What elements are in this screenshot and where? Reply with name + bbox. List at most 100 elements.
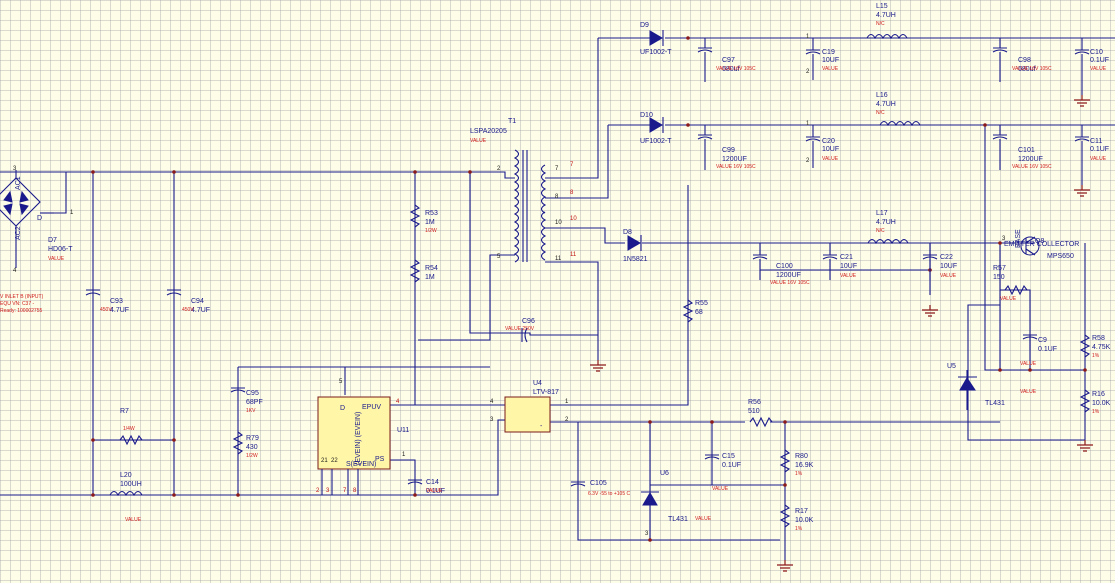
c96-ref: C96 [522, 318, 535, 325]
diode-d9[interactable]: D9 UF1002-T [640, 22, 672, 56]
ground-r17 [777, 560, 793, 572]
capacitor-c97[interactable]: C97 680uf VALUE 16V 105C [697, 38, 756, 82]
c98-value: 680uf [1018, 66, 1036, 73]
ground-c10 [1074, 95, 1090, 107]
c20-pin-1: 1 [806, 121, 810, 127]
diode-d10[interactable]: D10 UF1002-T [640, 112, 672, 145]
bridge-pin-4: 4 [13, 268, 17, 274]
c95-value: 68PF [246, 399, 263, 406]
resistor-r17[interactable]: R17 10.0K 1% [779, 504, 814, 532]
capacitor-c20[interactable]: C20 10UF VALUE [805, 125, 839, 168]
r17-extra: 1% [795, 526, 803, 532]
resistor-r54[interactable]: R54 1M [409, 259, 438, 283]
c97-extra: VALUE 16V 105C [716, 66, 756, 72]
c9-ref: C9 [1038, 337, 1047, 344]
inductor-l15[interactable]: L15 4.7UH N/C [866, 3, 908, 40]
c19-ref: C19 [822, 49, 835, 56]
capacitor-c95[interactable]: C95 68PF 1KV [230, 387, 263, 414]
capacitor-c98[interactable]: C98 680uf VALUE 16V 105C [992, 38, 1052, 82]
c20-ref: C20 [822, 138, 835, 145]
u11-pin-21: 21 [321, 458, 328, 464]
d8-value: 1N5821 [623, 256, 648, 263]
r53-extra: 1/2W [425, 228, 437, 234]
capacitor-c15[interactable]: C15 0.1UF VALUE [704, 453, 741, 492]
resistor-r53[interactable]: R53 1M 1/2W [409, 204, 438, 234]
q8-ref: Q8 [1035, 238, 1044, 245]
u11-main-label: (EVEIN) (EVEIN) [355, 412, 362, 465]
u11-pin-22: 22 [331, 458, 338, 464]
shunt-regulator-u6[interactable]: U6 TL431 VALUE 3 [641, 470, 712, 537]
r54-ref: R54 [425, 265, 438, 272]
c97-value: 680uf [722, 66, 740, 73]
r79-value: 430 [246, 444, 258, 451]
u11-pin-4: 4 [396, 399, 400, 405]
resistor-r16[interactable]: R16 10.0K 1% [1079, 389, 1111, 415]
c19-extra: VALUE [822, 66, 839, 72]
resistor-r58[interactable]: R58 4.75K 1% [1079, 334, 1111, 359]
r7-ref: R7 [120, 408, 129, 415]
d9-ref: D9 [640, 22, 649, 29]
transformer-t1[interactable]: T1 LSPA20205 VALUE 2 5 7 7 8 8 10 10 11 … [470, 118, 577, 263]
capacitor-c21[interactable]: C21 10UF VALUE [822, 243, 857, 280]
controller-ic-u11[interactable]: U11 EPUV D (EVEIN) (EVEIN) S(EVEIN) PS 2… [316, 379, 409, 495]
c105-extra: 6.3V -55 to +105 C [588, 491, 631, 497]
optocoupler-u4[interactable]: U4 LTV-817 - 4 3 1 2 [490, 380, 569, 433]
capacitor-c105[interactable]: C105 6.3V -55 to +105 C [570, 480, 631, 497]
t1-pin-7: 7 [555, 166, 559, 172]
capacitor-c96[interactable]: C96 VALUE 250V [505, 318, 535, 343]
r57-ref: R57 [993, 265, 1006, 272]
c19-value: 10UF [822, 57, 839, 64]
inductor-l16[interactable]: L16 4.7UH N/C [876, 92, 921, 127]
inductor-l17[interactable]: L17 4.7UH N/C [867, 210, 909, 245]
resistor-r7[interactable]: R7 1/4W [119, 408, 143, 446]
capacitor-c93[interactable]: C93 4.7UF 450V [85, 289, 129, 314]
c100-extra: VALUE 16V 105C [770, 280, 810, 286]
c19-pin-2: 2 [806, 69, 810, 75]
capacitor-c10[interactable]: C10 0.1UF VALUE [1074, 38, 1109, 95]
t1-pin-8: 8 [555, 194, 559, 200]
capacitor-c99[interactable]: C99 1200UF VALUE 16V 105C [697, 125, 756, 170]
u11-ps: PS [375, 456, 385, 463]
bridge-d7[interactable]: 3 4 1 D AC1 AC2 D7 HD06-T VALUE [0, 166, 74, 274]
u4-ref: U4 [533, 380, 542, 387]
resistor-r55[interactable]: R55 68 [682, 299, 708, 323]
ground-t1 [590, 360, 606, 372]
l17-extra: N/C [876, 228, 885, 234]
u11-d: D [340, 405, 345, 412]
u4-pin-1: 1 [565, 399, 569, 405]
u5-ref: U5 [947, 363, 956, 370]
shunt-regulator-u5[interactable]: U5 TL431 VALUE [947, 363, 1037, 410]
capacitor-c14[interactable]: C14 0.1UF VALUE [407, 479, 445, 495]
c100-value: 1200UF [776, 272, 801, 279]
l15-value: 4.7UH [876, 12, 896, 19]
c21-extra: VALUE [840, 273, 857, 279]
c97-ref: C97 [722, 57, 735, 64]
u5-extra: VALUE [1020, 389, 1037, 395]
u4-minus: - [540, 423, 543, 430]
capacitor-c22[interactable]: C22 10UF VALUE [922, 243, 957, 280]
u11-pin-2: 2 [316, 488, 320, 494]
capacitor-c94[interactable]: C94 4.7UF 450V [166, 289, 210, 314]
ground-c11 [1074, 185, 1090, 197]
capacitor-c101[interactable]: C101 1200UF VALUE 16V 105C [992, 125, 1052, 170]
diode-d8[interactable]: D8 1N5821 [623, 229, 648, 263]
l15-ref: L15 [876, 3, 888, 10]
left-note-1: V INLET B (INPUT) [0, 294, 44, 300]
r56-value: 510 [748, 408, 760, 415]
r56-ref: R56 [748, 399, 761, 406]
resistor-r56[interactable]: R56 510 [748, 399, 773, 428]
t1-pin-5: 5 [497, 254, 501, 260]
capacitor-c19[interactable]: C19 10UF VALUE [805, 38, 839, 80]
resistor-r57[interactable]: R57 150 VALUE [993, 265, 1028, 302]
transistor-q8[interactable]: Q8 EMITTER COLLECTOR BASE MPS650 3 [1002, 229, 1079, 260]
capacitor-c11[interactable]: C11 0.1UF VALUE [1074, 125, 1109, 185]
resistor-r80[interactable]: R80 16.9K 1% [779, 449, 814, 477]
capacitor-c9[interactable]: C9 0.1UF VALUE [1020, 334, 1057, 367]
wire-network [0, 37, 1115, 560]
capacitor-c100[interactable]: C100 1200UF VALUE 16V 105C [752, 243, 810, 286]
c9-value: 0.1UF [1038, 346, 1057, 353]
resistor-r79[interactable]: R79 430 1/2W [232, 431, 259, 459]
d10-value: UF1002-T [640, 138, 672, 145]
c101-extra: VALUE 16V 105C [1012, 164, 1052, 170]
inductor-l20[interactable]: L20 100UH VALUE [109, 472, 143, 523]
